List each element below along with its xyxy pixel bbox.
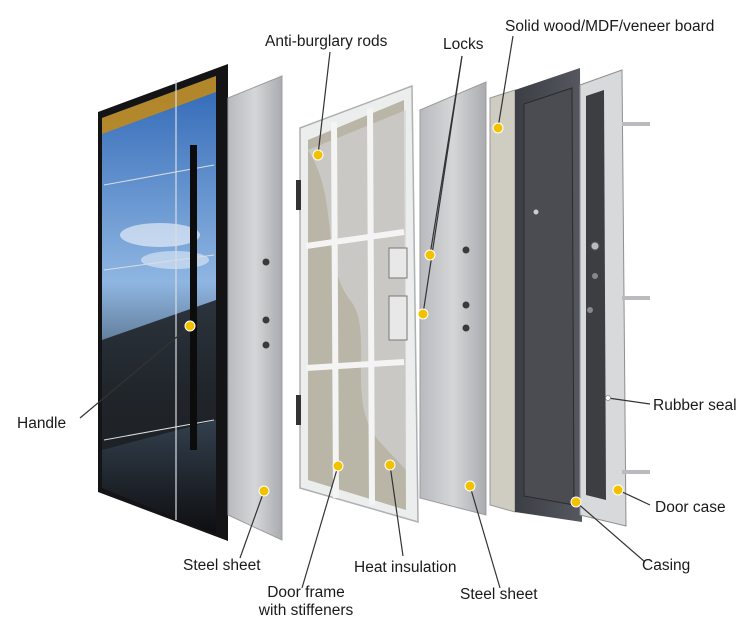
label-handle: Handle xyxy=(17,415,67,432)
label-solid-wood-board: Solid wood/MDF/veneer board xyxy=(505,18,715,35)
marker-dot-icon xyxy=(464,480,476,492)
marker-dot-icon xyxy=(184,320,196,332)
label-door-case: Door case xyxy=(655,499,726,516)
door-frame-layer xyxy=(296,84,419,524)
marker-dot-icon xyxy=(424,249,436,261)
marker-dot-icon xyxy=(258,485,270,497)
label-door-frame: Door frame with stiffeners xyxy=(250,584,362,620)
marker-dot-icon xyxy=(570,496,582,508)
label-heat-insulation: Heat insulation xyxy=(354,559,457,576)
label-anti-burglary-rods: Anti-burglary rods xyxy=(265,33,388,50)
label-door-frame-line1: Door frame xyxy=(267,584,345,601)
steel-sheet-front-layer xyxy=(227,75,283,541)
glass-front-panel xyxy=(98,64,228,541)
marker-dot-icon xyxy=(312,149,324,161)
marker-dot-icon xyxy=(417,308,429,320)
steel-sheet-back-layer xyxy=(419,81,498,516)
marker-dot-icon xyxy=(612,484,624,496)
label-door-frame-line2: with stiffeners xyxy=(258,602,354,619)
solid-wood-board-layer xyxy=(489,68,582,522)
rubber-seal-marker xyxy=(605,395,611,401)
label-casing: Casing xyxy=(642,557,691,574)
marker-dots xyxy=(184,122,624,508)
marker-dot-icon xyxy=(332,460,344,472)
label-steel-sheet-back: Steel sheet xyxy=(460,586,538,603)
label-locks: Locks xyxy=(443,36,484,53)
marker-dot-icon xyxy=(384,459,396,471)
label-steel-sheet-front: Steel sheet xyxy=(183,557,261,574)
leader-lines xyxy=(79,35,651,589)
marker-dot-icon xyxy=(492,122,504,134)
door-case-layer xyxy=(579,69,650,527)
label-rubber-seal: Rubber seal xyxy=(653,397,737,414)
